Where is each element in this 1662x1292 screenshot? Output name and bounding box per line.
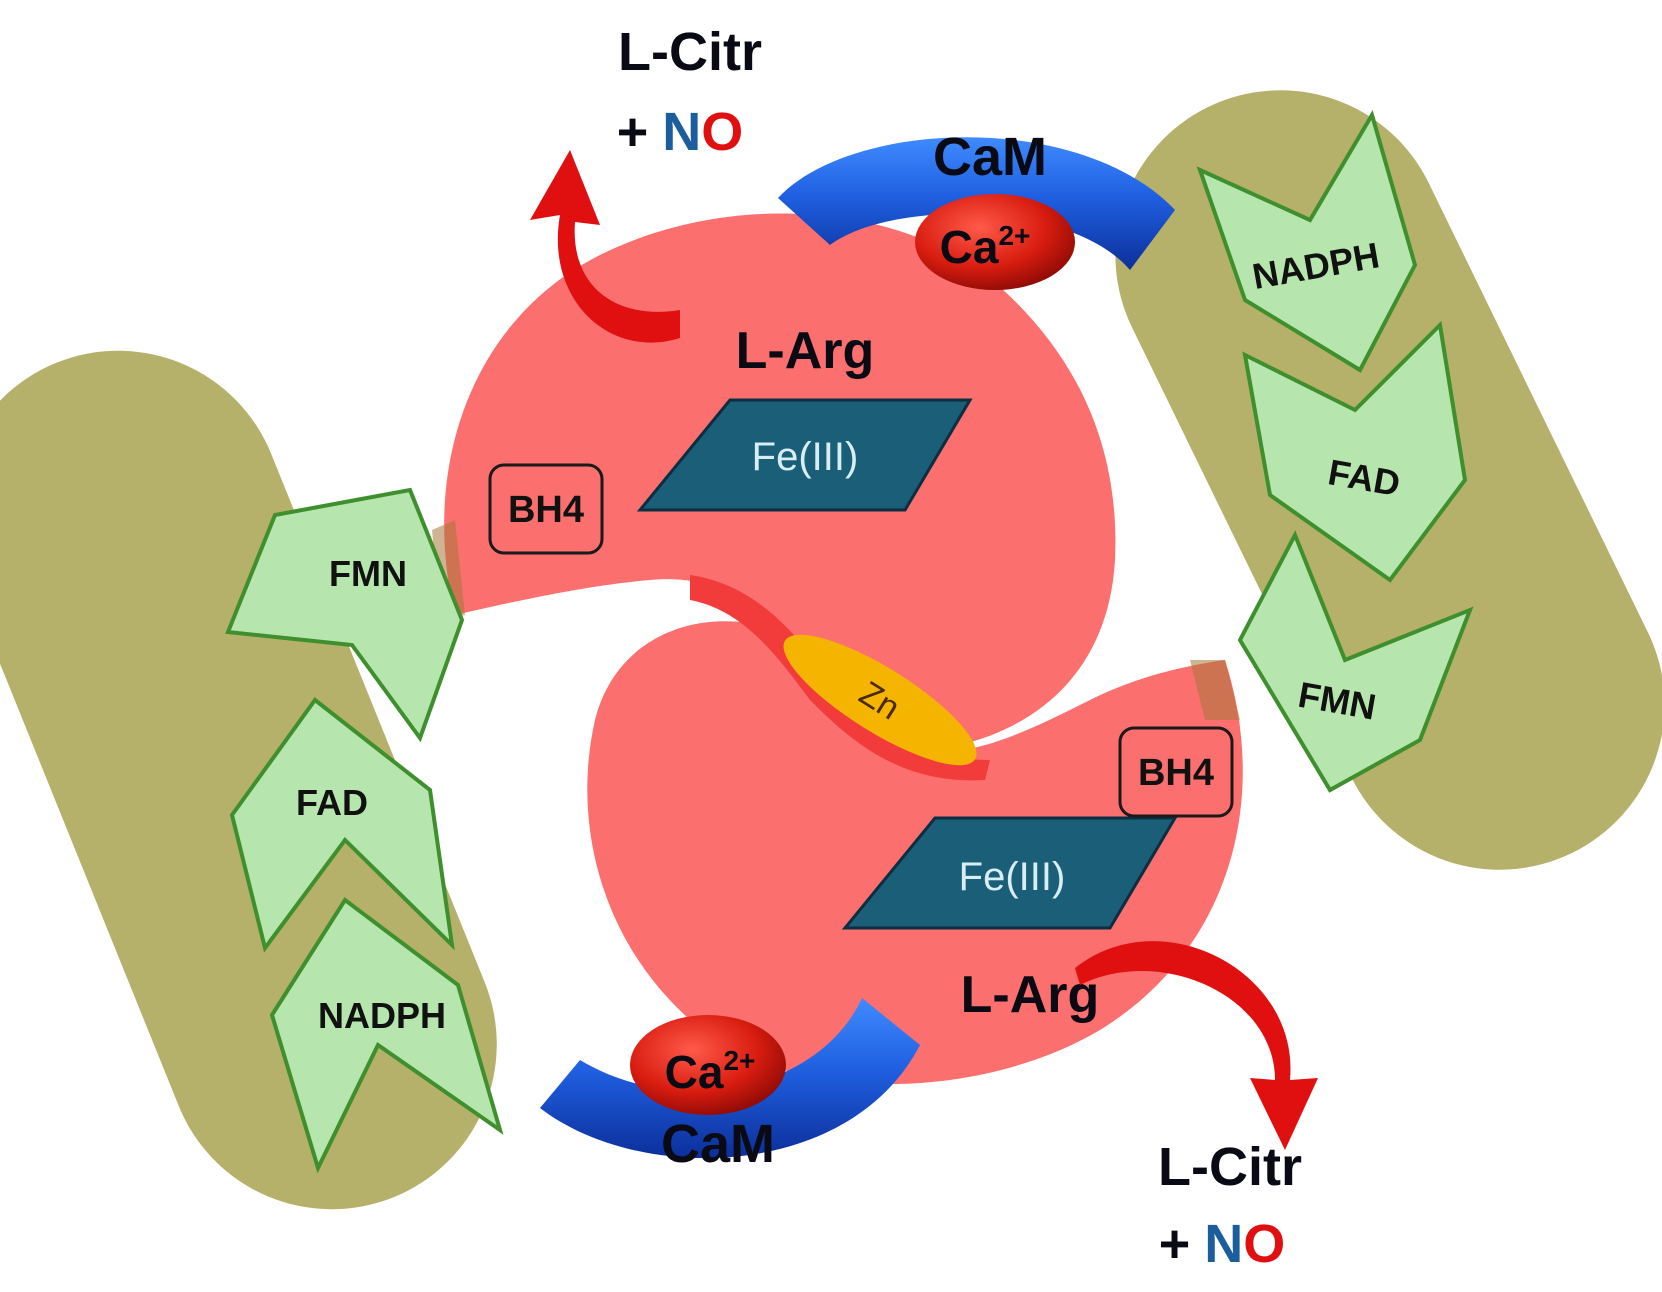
top-plus: +	[617, 102, 649, 162]
bottom-l-arg-label: L-Arg	[961, 966, 1100, 1024]
top-bh4-box	[488, 463, 604, 555]
bottom-heme	[841, 816, 1178, 930]
zn-hinge-band	[690, 575, 990, 781]
bottom-bh4-label: BH4	[1138, 752, 1214, 794]
top-no-line: +NO	[617, 102, 744, 162]
zinc-ion	[783, 634, 977, 766]
bottom-fe-label: Fe(III)	[959, 855, 1066, 899]
right-fad-shape	[1242, 320, 1468, 583]
top-n: N	[662, 102, 701, 162]
bottom-ca-text: Ca	[665, 1046, 724, 1098]
bottom-l-citr-label: L-Citr	[1158, 1137, 1302, 1197]
bottom-plus: +	[1159, 1214, 1191, 1274]
top-calcium-ion	[915, 194, 1075, 290]
top-heme	[636, 398, 973, 512]
bottom-no-line: +NO	[1159, 1214, 1286, 1274]
top-reaction-arrow	[530, 150, 680, 343]
bottom-o: O	[1243, 1214, 1285, 1274]
left-nadph-shape	[269, 897, 504, 1174]
left-fmn-shape	[225, 487, 465, 743]
top-l-arg-label: L-Arg	[736, 322, 875, 380]
bottom-ca-label: Ca2+	[665, 1045, 756, 1098]
top-ca-charge: 2+	[998, 220, 1030, 251]
bottom-reaction-arrow	[1075, 941, 1318, 1150]
bottom-ca-charge: 2+	[723, 1045, 755, 1076]
bottom-calmodulin	[540, 998, 920, 1159]
right-fmn-shape	[1237, 530, 1474, 793]
top-ca-label: Ca2+	[940, 220, 1031, 273]
left-fad-shape	[229, 697, 455, 953]
bottom-calcium-ion	[630, 1015, 786, 1115]
top-o: O	[701, 102, 743, 162]
bottom-n: N	[1204, 1214, 1243, 1274]
left-nadph-label: NADPH	[318, 995, 446, 1036]
top-ca-text: Ca	[940, 221, 999, 273]
bottom-cam-label: CaM	[661, 1114, 775, 1174]
top-cam-label: CaM	[933, 127, 1047, 187]
right-overlap	[1190, 660, 1240, 720]
left-fmn-label: FMN	[329, 553, 407, 594]
top-l-citr-label: L-Citr	[618, 22, 762, 82]
bottom-bh4-box	[1118, 726, 1234, 818]
top-bh4-label: BH4	[508, 489, 584, 531]
top-fe-label: Fe(III)	[752, 435, 859, 479]
right-nadph-shape	[1196, 109, 1418, 373]
left-fad-label: FAD	[296, 782, 368, 823]
